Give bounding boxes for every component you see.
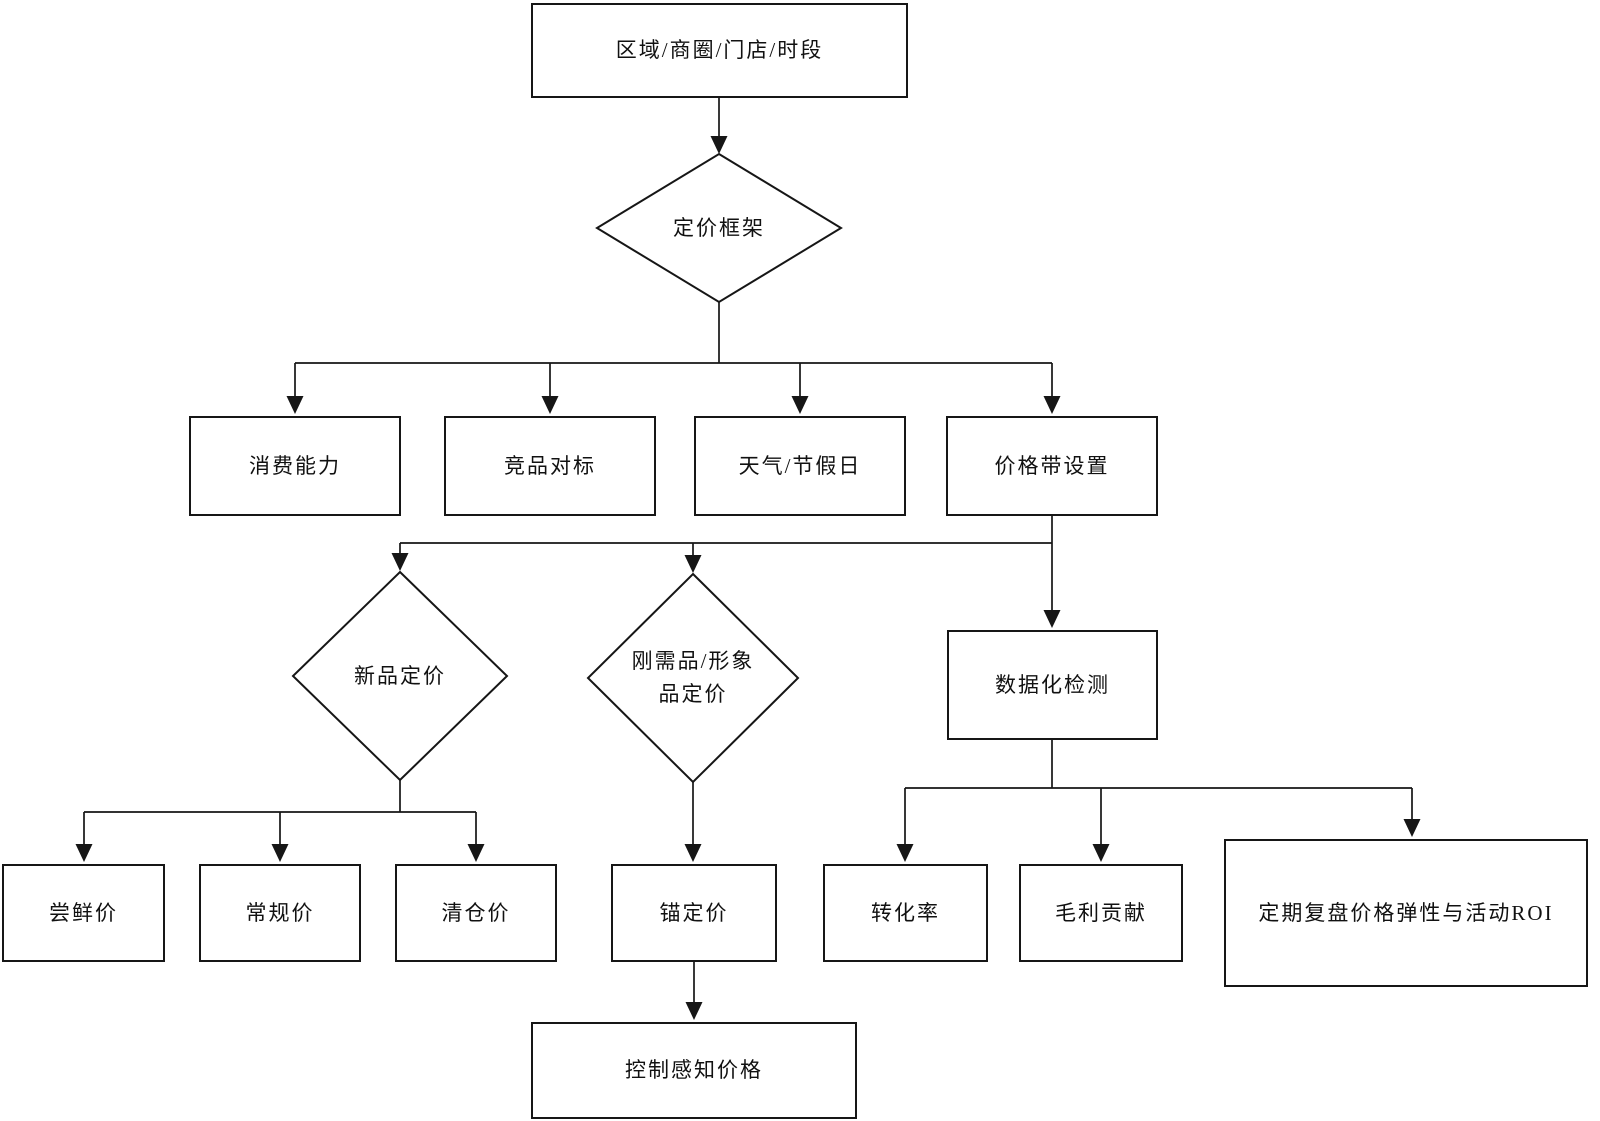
node-regular-price: 常规价	[199, 864, 361, 962]
node-data-monitoring: 数据化检测	[947, 630, 1158, 740]
node-consumption-power: 消费能力	[189, 416, 401, 516]
node-perceived-price-control: 控制感知价格	[531, 1022, 857, 1119]
arrowhead	[1043, 610, 1061, 628]
node-label: 数据化检测	[995, 672, 1110, 697]
arrowhead	[467, 844, 485, 862]
edge-priceband-trunk	[399, 516, 1053, 611]
node-label: 转化率	[871, 900, 940, 925]
node-label: 清仓价	[441, 900, 511, 925]
node-label: 价格带设置	[994, 453, 1110, 478]
arrowhead	[286, 396, 304, 414]
arrowhead	[791, 396, 809, 414]
node-label: 毛利贡献	[1055, 900, 1147, 925]
arrowhead	[896, 844, 914, 862]
arrowhead	[391, 553, 409, 571]
node-elasticity-roi-review: 定期复盘价格弹性与活动ROI	[1224, 839, 1588, 987]
decision-pricing-framework	[595, 152, 843, 304]
edge-newproduct-trunk	[83, 780, 477, 846]
arrowhead	[684, 555, 702, 573]
node-label: 竞品对标	[504, 453, 596, 478]
edge-framework-trunk	[294, 302, 1053, 398]
node-label: 区域/商圈/门店/时段	[615, 38, 824, 63]
node-gross-margin-contribution: 毛利贡献	[1019, 864, 1183, 962]
node-trial-price: 尝鲜价	[2, 864, 165, 962]
node-price-band: 价格带设置	[946, 416, 1158, 516]
arrowhead	[685, 1002, 703, 1020]
node-clearance-price: 清仓价	[395, 864, 557, 962]
arrowhead	[1403, 819, 1421, 837]
node-label: 尝鲜价	[49, 900, 118, 925]
arrowhead	[710, 136, 728, 154]
node-competitor-benchmark: 竞品对标	[444, 416, 656, 516]
decision-essential-image-pricing	[586, 572, 800, 784]
node-label: 常规价	[245, 900, 315, 925]
arrowhead	[271, 844, 289, 862]
arrowhead	[75, 844, 93, 862]
arrowhead	[541, 396, 559, 414]
decision-new-product-pricing	[291, 570, 509, 782]
node-label: 定期复盘价格弹性与活动ROI	[1258, 900, 1554, 925]
edge-datamonitoring-trunk	[904, 740, 1413, 846]
node-region-store-time: 区域/商圈/门店/时段	[531, 3, 908, 98]
arrowhead	[1043, 396, 1061, 414]
node-conversion-rate: 转化率	[823, 864, 988, 962]
arrowhead	[684, 844, 702, 862]
node-weather-holiday: 天气/节假日	[694, 416, 906, 516]
node-anchor-price: 锚定价	[611, 864, 777, 962]
arrowhead	[1092, 844, 1110, 862]
arrowheads	[75, 136, 1421, 1020]
node-label: 消费能力	[249, 453, 341, 478]
node-label: 天气/节假日	[738, 453, 862, 478]
node-label: 锚定价	[659, 900, 729, 925]
node-label: 控制感知价格	[625, 1058, 763, 1083]
